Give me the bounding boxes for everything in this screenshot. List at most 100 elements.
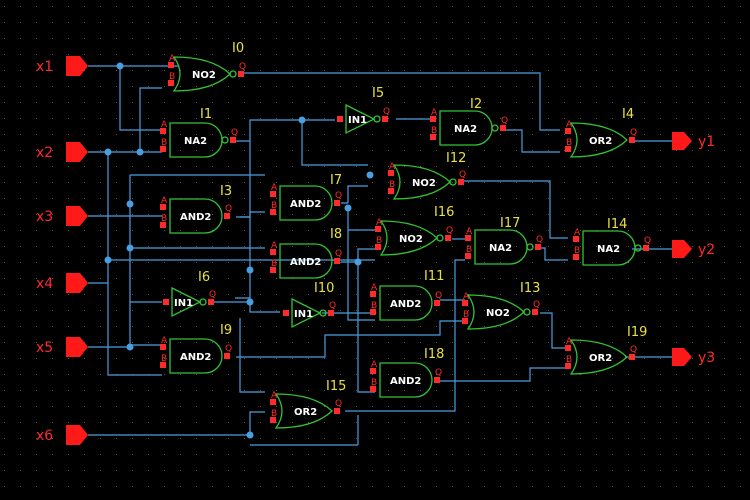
pin-q-label: Q bbox=[231, 128, 238, 138]
inversion-bubble bbox=[526, 243, 534, 251]
pin-a-label: A bbox=[463, 292, 470, 302]
pin-a-label: A bbox=[271, 391, 278, 401]
gate-symbol bbox=[172, 56, 231, 92]
gate-type-label: IN1 bbox=[294, 309, 313, 320]
pin-a-label: A bbox=[161, 336, 168, 346]
pin-b-label: B bbox=[431, 126, 437, 136]
pin-b-label: B bbox=[389, 180, 395, 190]
instance-label: I16 bbox=[434, 205, 454, 220]
input-port-x3: x3 bbox=[36, 206, 88, 226]
gate-type-label: NA2 bbox=[597, 244, 620, 255]
instance-label: I11 bbox=[424, 269, 444, 284]
pin-b bbox=[465, 253, 471, 259]
pin-b-label: B bbox=[574, 246, 580, 256]
pin-q bbox=[445, 235, 451, 241]
pin-b bbox=[370, 309, 376, 315]
pin-a bbox=[565, 345, 571, 351]
pin-a bbox=[465, 235, 471, 241]
pin-a bbox=[337, 116, 343, 122]
pin-q-label: Q bbox=[446, 226, 453, 236]
pin-q-label: Q bbox=[630, 128, 637, 138]
instance-label: I18 bbox=[424, 347, 444, 362]
inverter-symbol bbox=[345, 103, 376, 135]
gate-symbol bbox=[379, 362, 433, 398]
pin-a bbox=[270, 249, 276, 255]
output-port-y1: y1 bbox=[672, 132, 715, 150]
inversion-bubble bbox=[449, 178, 457, 186]
pin-a bbox=[430, 116, 436, 122]
pin-b bbox=[565, 363, 571, 369]
pin-b-label: B bbox=[566, 138, 572, 148]
pin-a bbox=[283, 310, 289, 316]
pin-q-label: Q bbox=[435, 291, 442, 301]
pin-b bbox=[388, 188, 394, 194]
inversion-bubble bbox=[373, 115, 381, 123]
pin-a-label: A bbox=[431, 108, 438, 118]
gate-type-label: NO2 bbox=[412, 178, 436, 189]
instance-label: I13 bbox=[520, 281, 540, 296]
pin-a-label: A bbox=[376, 218, 383, 228]
pin-q bbox=[208, 299, 214, 305]
pin-a bbox=[573, 236, 579, 242]
pin-b-label: B bbox=[271, 409, 277, 419]
pin-b bbox=[565, 146, 571, 152]
instance-label: I17 bbox=[500, 216, 520, 231]
gate-symbol bbox=[379, 220, 438, 256]
pin-q-label: Q bbox=[335, 249, 342, 259]
input-port-x1: x1 bbox=[36, 56, 88, 76]
instance-label: I12 bbox=[446, 151, 466, 166]
pin-b-label: B bbox=[371, 301, 377, 311]
pin-b-label: B bbox=[161, 138, 167, 148]
instance-label: I2 bbox=[470, 97, 482, 112]
gate-type-label: OR2 bbox=[589, 136, 612, 147]
pin-a-label: A bbox=[169, 54, 176, 64]
pin-q-label: Q bbox=[459, 170, 466, 180]
pin-q-label: Q bbox=[630, 345, 637, 355]
pin-q bbox=[230, 137, 236, 143]
instance-label: I3 bbox=[220, 184, 232, 199]
pin-b bbox=[270, 267, 276, 273]
gate-symbol bbox=[279, 243, 333, 279]
gate-symbol bbox=[569, 122, 628, 158]
gate-symbol bbox=[379, 285, 433, 321]
pin-a bbox=[163, 299, 169, 305]
gate-type-label: NO2 bbox=[192, 70, 216, 81]
gate-symbol bbox=[169, 338, 223, 374]
gate-type-label: NO2 bbox=[486, 308, 510, 319]
pin-b bbox=[160, 222, 166, 228]
gate-type-label: AND2 bbox=[390, 299, 421, 310]
pin-q bbox=[458, 179, 464, 185]
inversion-bubble bbox=[634, 244, 642, 252]
pin-q bbox=[334, 258, 340, 264]
inversion-bubble bbox=[436, 234, 444, 242]
gate-type-label: IN1 bbox=[348, 115, 367, 126]
pin-b-label: B bbox=[566, 355, 572, 365]
pin-a-label: A bbox=[161, 196, 168, 206]
input-label: x1 bbox=[36, 59, 53, 75]
instance-label: I15 bbox=[326, 379, 346, 394]
gate-type-label: AND2 bbox=[390, 376, 421, 387]
pin-a bbox=[270, 399, 276, 405]
